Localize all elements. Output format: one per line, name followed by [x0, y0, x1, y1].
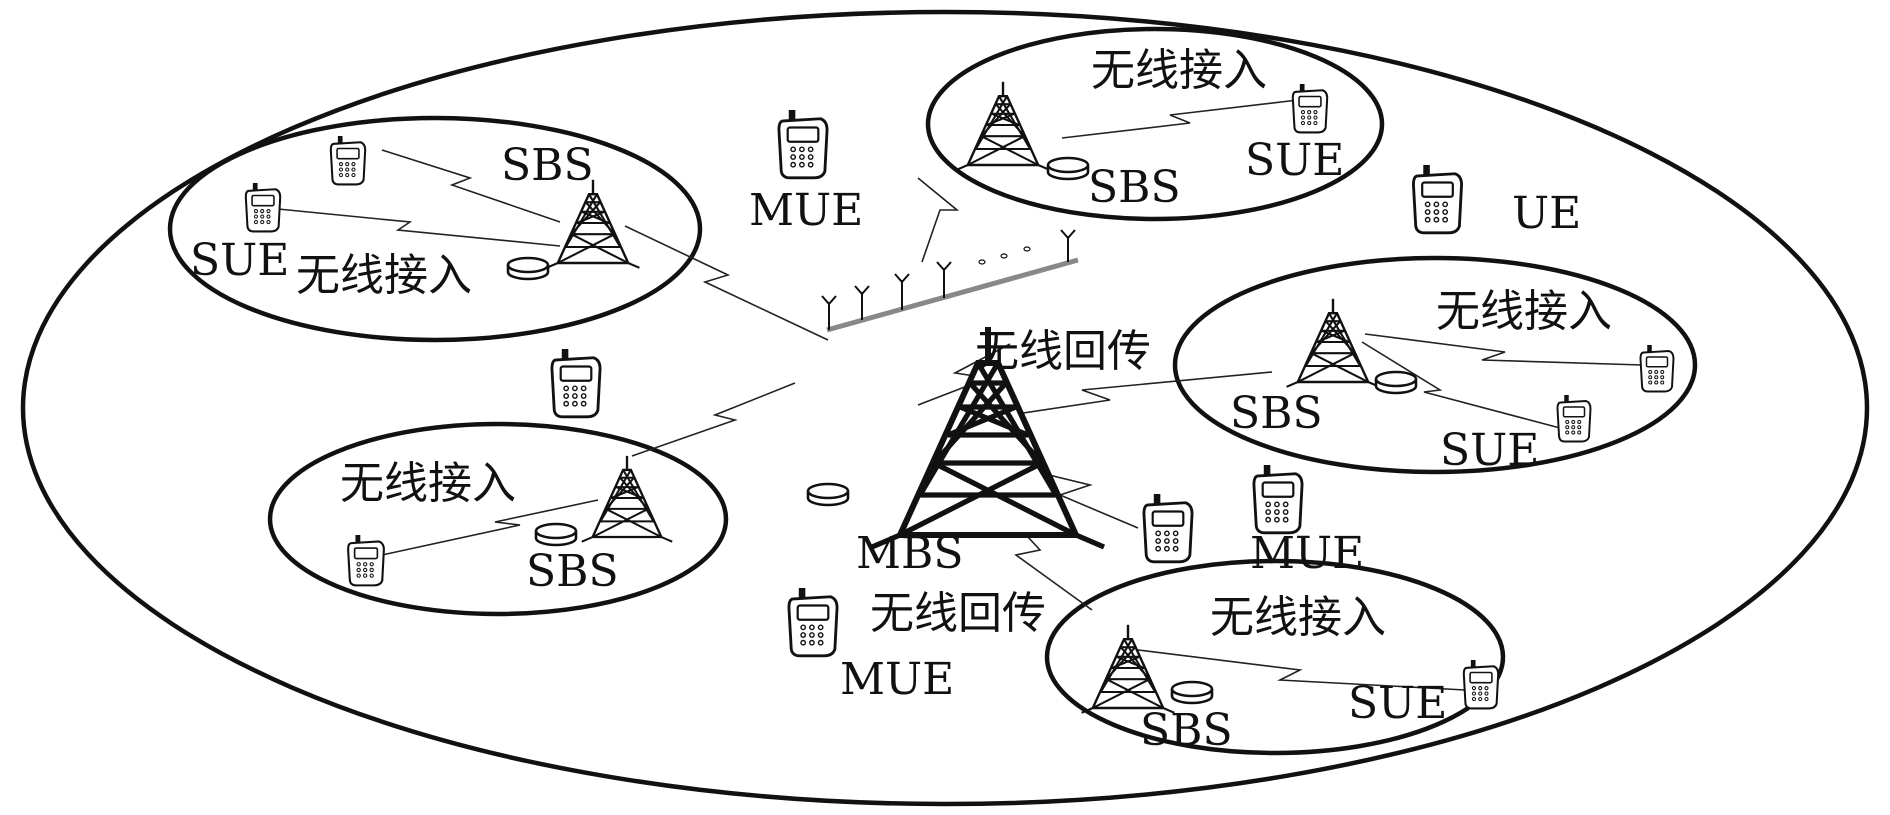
wireless-access-label: 无线接入	[1210, 592, 1386, 643]
phone-icon	[777, 108, 829, 180]
sbs-label: SBS	[1230, 388, 1323, 439]
wireless-access-label: 无线接入	[296, 250, 472, 301]
sbs-tower-icon-top-left	[545, 178, 641, 270]
lightning-link-icon	[381, 149, 561, 223]
sbs-tower-icon-right	[1284, 297, 1382, 389]
phone-icon	[244, 181, 282, 233]
wireless-access-label: 无线接入	[340, 458, 516, 509]
mue-label: MUE	[1250, 528, 1364, 579]
mue-label: MUE	[840, 654, 954, 705]
wireless-backhaul-label: 无线回传	[975, 326, 1151, 377]
wireless-access-label: 无线接入	[1091, 45, 1267, 96]
antenna-array-icon	[821, 229, 1079, 333]
small-cell-top-center	[925, 26, 1385, 222]
sbs-label: SBS	[1140, 705, 1233, 756]
sue-label: SUE	[1440, 425, 1539, 476]
macro-cell-boundary	[20, 9, 1870, 807]
lightning-link-icon	[1361, 341, 1561, 429]
lightning-link-icon	[277, 208, 561, 247]
sbs-label: SBS	[1088, 162, 1181, 213]
sbs-tower-icon-left-bottom	[580, 454, 674, 544]
wireless-backhaul-label: 无线回传	[870, 588, 1046, 639]
phone-icon	[1411, 163, 1464, 235]
phone-icon	[1639, 343, 1675, 393]
lightning-link-icon	[631, 382, 796, 457]
disc-icon	[506, 256, 550, 281]
lightning-link-icon	[1137, 649, 1466, 691]
small-cell-right	[1172, 255, 1698, 475]
disc-icon	[1046, 156, 1090, 181]
sue-label: SUE	[190, 235, 289, 286]
lightning-link-icon	[989, 371, 1273, 419]
disc-icon	[534, 522, 578, 547]
phone-icon	[1252, 463, 1304, 535]
small-cell-top-left	[167, 115, 703, 343]
sbs-tower-icon-top-center	[954, 80, 1052, 172]
small-cell-left-bottom	[267, 421, 729, 617]
disc-icon	[806, 482, 850, 507]
phone-icon	[550, 347, 602, 419]
phone-icon	[346, 533, 386, 587]
lightning-link-icon	[624, 225, 829, 341]
phone-icon	[1462, 658, 1500, 710]
phone-icon	[1142, 492, 1194, 564]
sbs-tower-icon-bottom-right	[1080, 623, 1176, 715]
sue-label: SUE	[1348, 678, 1447, 729]
ue-label: UE	[1512, 188, 1581, 239]
phone-icon	[1556, 393, 1592, 443]
sbs-label: SBS	[501, 140, 594, 191]
sue-label: SUE	[1245, 135, 1344, 186]
lightning-link-icon	[1061, 99, 1299, 139]
mbs-label: MBS	[856, 528, 964, 579]
small-cell-bottom-right	[1044, 558, 1506, 756]
lightning-link-icon	[917, 177, 960, 263]
sbs-label: SBS	[526, 546, 619, 597]
mue-label: MUE	[749, 185, 863, 236]
lightning-link-icon	[1364, 333, 1643, 366]
disc-icon	[1374, 370, 1418, 395]
phone-icon	[1291, 82, 1329, 134]
phone-icon	[329, 134, 367, 186]
disc-icon	[1170, 680, 1214, 705]
wireless-access-label: 无线接入	[1436, 286, 1612, 337]
lightning-link-icon	[381, 499, 599, 556]
phone-icon	[787, 586, 839, 658]
